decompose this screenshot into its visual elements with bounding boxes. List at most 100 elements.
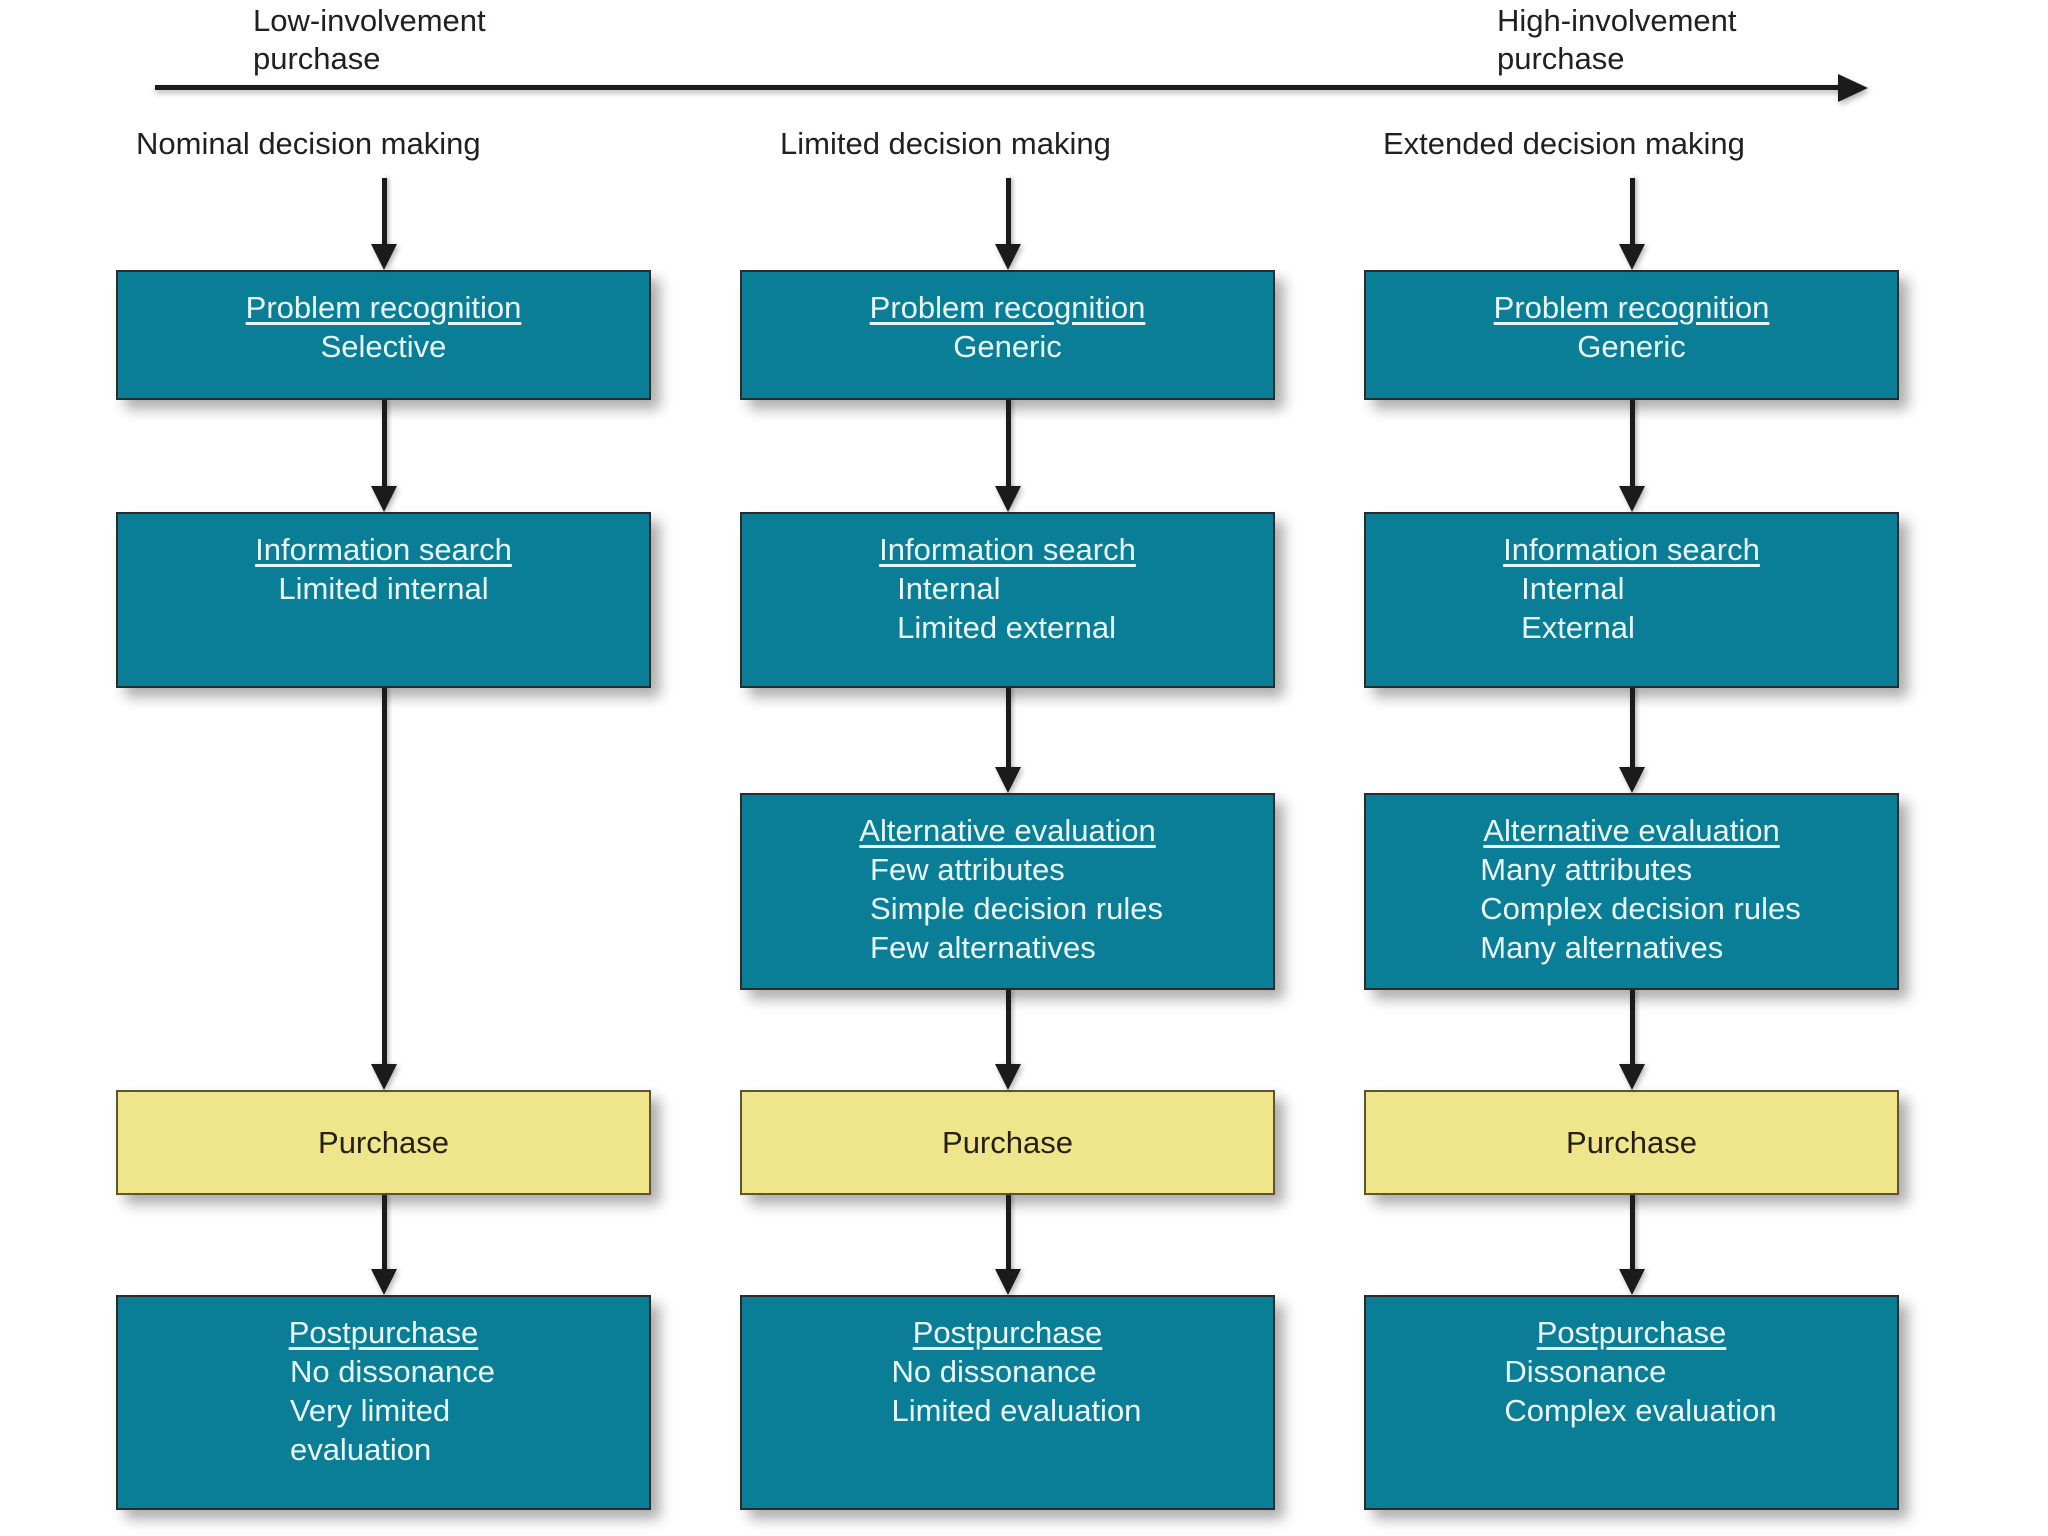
- node-title: Alternative evaluation: [1483, 813, 1780, 848]
- node-detail-line: Simple decision rules: [870, 891, 1163, 926]
- node-title: Information search: [879, 532, 1136, 567]
- node-title: Problem recognition: [869, 290, 1146, 325]
- connector-arrowhead-icon: [1618, 1064, 1645, 1090]
- connector-shaft: [1005, 990, 1011, 1070]
- node-title: Problem recognition: [245, 290, 522, 325]
- involvement-axis-line: [155, 85, 1843, 90]
- node-label: Purchase: [942, 1125, 1073, 1160]
- node-detail-line: Many alternatives: [1480, 930, 1724, 965]
- connector-arrowhead-icon: [994, 1064, 1021, 1090]
- flow-connector-limited-decision-making-3: [994, 990, 1021, 1090]
- connector-shaft: [1005, 688, 1011, 773]
- column-header-nominal: Nominal decision making: [136, 126, 481, 161]
- connector-arrowhead-icon: [994, 1269, 1021, 1295]
- connector-arrowhead-icon: [1618, 486, 1645, 512]
- node-nominal-decision-making-purchase: Purchase: [116, 1090, 651, 1195]
- node-detail-line: No dissonance: [891, 1354, 1097, 1389]
- node-detail-line: Selective: [320, 329, 447, 364]
- node-detail-line: Internal: [1521, 571, 1625, 606]
- connector-arrowhead-icon: [994, 486, 1021, 512]
- node-detail-line: Complex evaluation: [1504, 1393, 1777, 1428]
- connector-shaft: [1005, 1195, 1011, 1275]
- flow-connector-extended-decision-making-0: [1618, 178, 1645, 270]
- node-title: Alternative evaluation: [859, 813, 1156, 848]
- flow-connector-extended-decision-making-3: [1618, 990, 1645, 1090]
- node-label: Purchase: [318, 1125, 449, 1160]
- node-detail-line: Limited external: [897, 610, 1116, 645]
- connector-shaft: [1005, 400, 1011, 492]
- connector-shaft: [1005, 178, 1011, 250]
- node-title: Information search: [1503, 532, 1760, 567]
- connector-arrowhead-icon: [370, 244, 397, 270]
- node-detail-line: Generic: [1577, 329, 1686, 364]
- flow-connector-limited-decision-making-2: [994, 688, 1021, 793]
- node-label: Purchase: [1566, 1125, 1697, 1160]
- connector-shaft: [1629, 1195, 1635, 1275]
- node-detail-line: Dissonance: [1504, 1354, 1667, 1389]
- connector-arrowhead-icon: [1618, 767, 1645, 793]
- connector-arrowhead-icon: [994, 767, 1021, 793]
- flow-connector-limited-decision-making-0: [994, 178, 1021, 270]
- axis-label-high-involvement: High-involvement purchase: [1497, 3, 1737, 76]
- connector-shaft: [1629, 688, 1635, 773]
- flow-connector-extended-decision-making-1: [1618, 400, 1645, 512]
- connector-shaft: [1629, 178, 1635, 250]
- node-detail-line: Limited internal: [278, 571, 489, 606]
- node-detail-line: Internal: [897, 571, 1001, 606]
- column-header-extended: Extended decision making: [1383, 126, 1745, 161]
- flow-connector-nominal-decision-making-1: [370, 400, 397, 512]
- node-detail-line: No dissonance: [289, 1354, 496, 1389]
- column-header-limited: Limited decision making: [780, 126, 1111, 161]
- node-title: Problem recognition: [1493, 290, 1770, 325]
- axis-label-low-involvement: Low-involvement purchase: [253, 3, 486, 76]
- flow-connector-limited-decision-making-4: [994, 1195, 1021, 1295]
- node-title: Postpurchase: [912, 1315, 1103, 1350]
- flow-connector-nominal-decision-making-0: [370, 178, 397, 270]
- node-detail-line: evaluation: [289, 1432, 432, 1467]
- node-detail-line: Many attributes: [1480, 852, 1693, 887]
- flow-connector-limited-decision-making-1: [994, 400, 1021, 512]
- node-extended-decision-making-purchase: Purchase: [1364, 1090, 1899, 1195]
- connector-shaft: [381, 1195, 387, 1275]
- node-title: Postpurchase: [1536, 1315, 1727, 1350]
- node-detail-line: Few alternatives: [870, 930, 1096, 965]
- connector-shaft: [1629, 990, 1635, 1070]
- node-detail-line: Complex decision rules: [1480, 891, 1801, 926]
- involvement-axis-arrowhead-icon: [1838, 74, 1868, 102]
- node-limited-decision-making-purchase: Purchase: [740, 1090, 1275, 1195]
- node-title: Postpurchase: [288, 1315, 479, 1350]
- connector-shaft: [381, 178, 387, 250]
- node-detail-line: External: [1521, 610, 1635, 645]
- connector-shaft: [1629, 400, 1635, 492]
- node-detail-line: Generic: [953, 329, 1062, 364]
- connector-arrowhead-icon: [994, 244, 1021, 270]
- node-detail-line: Few attributes: [870, 852, 1065, 887]
- flow-connector-extended-decision-making-2: [1618, 688, 1645, 793]
- flow-connector-nominal-decision-making-2: [370, 688, 397, 1090]
- node-detail-line: Very limited: [289, 1393, 451, 1428]
- connector-shaft: [381, 688, 387, 1070]
- connector-arrowhead-icon: [370, 486, 397, 512]
- flow-connector-nominal-decision-making-3: [370, 1195, 397, 1295]
